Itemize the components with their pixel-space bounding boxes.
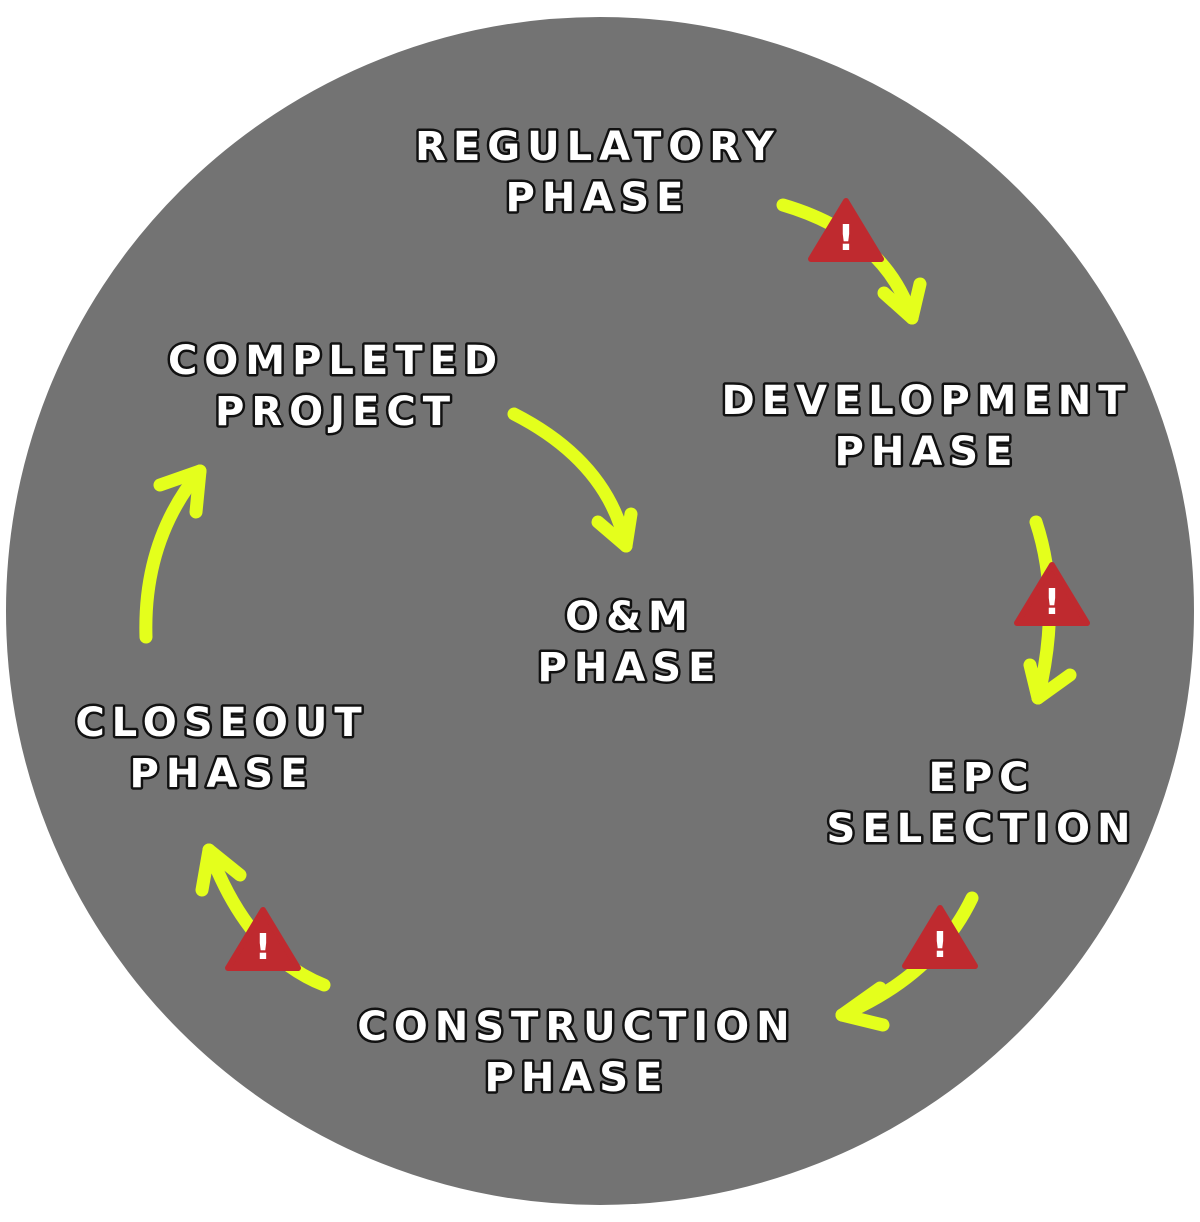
warning-mark: ! bbox=[932, 925, 948, 966]
arrow-closeout-to-completed bbox=[139, 464, 207, 644]
node-label-line1: O&M bbox=[565, 594, 695, 640]
node-label-line2: PHASE bbox=[835, 429, 1020, 475]
warning-mark: ! bbox=[255, 927, 271, 968]
arrow-head bbox=[835, 981, 890, 1032]
node-label-line1: CLOSEOUT bbox=[75, 700, 368, 746]
arrow-head bbox=[195, 843, 247, 897]
node-label-line2: PHASE bbox=[506, 175, 691, 221]
arrow-head bbox=[877, 277, 927, 325]
node-label-line1: REGULATORY bbox=[415, 124, 781, 170]
node-regulatory-phase: REGULATORY PHASE bbox=[413, 122, 781, 224]
node-om-phase: O&M PHASE bbox=[535, 592, 723, 694]
arrow-head bbox=[153, 464, 207, 519]
node-label-line2: PHASE bbox=[538, 645, 723, 691]
node-label-line1: DEVELOPMENT bbox=[721, 378, 1132, 424]
node-development-phase: DEVELOPMENT PHASE bbox=[719, 376, 1132, 478]
node-label-line1: CONSTRUCTION bbox=[357, 1004, 796, 1050]
node-completed-project: COMPLETED PROJECT bbox=[165, 336, 504, 438]
node-label-line1: EPC bbox=[929, 755, 1036, 801]
warning-triangle bbox=[902, 905, 978, 969]
arrow-head bbox=[1023, 658, 1077, 705]
warning-mark: ! bbox=[1044, 582, 1060, 623]
node-label-line2: PHASE bbox=[485, 1055, 670, 1101]
warning-triangle bbox=[808, 198, 884, 262]
node-epc-selection: EPC SELECTION bbox=[824, 753, 1138, 855]
node-closeout-phase: CLOSEOUT PHASE bbox=[73, 698, 368, 800]
warning-icon: ! bbox=[1014, 562, 1090, 626]
warning-triangle bbox=[1014, 562, 1090, 626]
node-label-line2: PROJECT bbox=[215, 389, 457, 435]
arrow-shaft bbox=[507, 407, 633, 553]
node-label-line1: COMPLETED bbox=[168, 338, 504, 384]
arrow-head bbox=[591, 507, 638, 553]
node-construction-phase: CONSTRUCTION PHASE bbox=[355, 1002, 796, 1104]
node-label-line2: SELECTION bbox=[827, 806, 1138, 852]
warning-icon: ! bbox=[902, 905, 978, 969]
warning-icon: ! bbox=[808, 198, 884, 262]
arrow-completed-to-om bbox=[507, 407, 638, 553]
warning-mark: ! bbox=[838, 218, 854, 259]
warning-triangle bbox=[225, 907, 301, 971]
arrow-shaft bbox=[139, 464, 207, 644]
node-label-line2: PHASE bbox=[130, 751, 315, 797]
warning-icon: ! bbox=[225, 907, 301, 971]
